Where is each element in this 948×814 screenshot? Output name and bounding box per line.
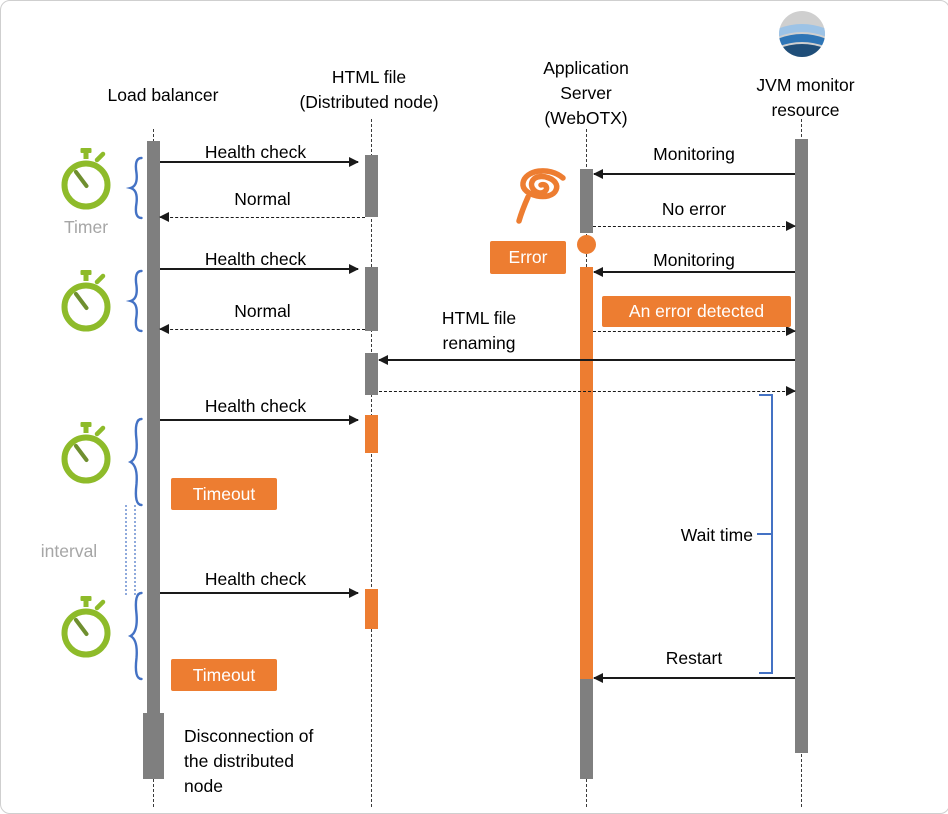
timer-icon-2 (61, 270, 111, 332)
message-health-check-4: Health check (204, 569, 307, 589)
interval-bracket-line-1 (125, 505, 127, 595)
timer-icon-1 (61, 148, 111, 210)
arrow-monitoring-2 (593, 267, 795, 277)
message-health-check-3: Health check (204, 396, 307, 416)
timeout-badge-2: Timeout (171, 659, 277, 691)
message-monitoring-2: Monitoring (653, 250, 735, 270)
message-normal-2: Normal (234, 301, 291, 321)
timer-icon-4 (61, 596, 111, 658)
arrow-normal-2 (159, 324, 365, 334)
arrow-renaming-return (379, 386, 796, 396)
activation-bar-html-3 (365, 353, 378, 395)
activation-bar-appserver-error (580, 267, 593, 679)
arrow-error-detected (593, 326, 796, 336)
lane-label-html-file: HTML file (Distributed node) (299, 67, 439, 112)
brace-timer-3 (127, 417, 143, 507)
wait-time-bracket-top-tick (759, 394, 772, 396)
arrow-html-renaming (378, 355, 795, 365)
brace-timer-4 (127, 591, 143, 681)
lane-label-load-balancer: Load balancer (107, 85, 219, 105)
arrow-restart (593, 673, 795, 683)
lifeline-html-file (371, 119, 372, 807)
brace-timer-2 (125, 269, 143, 333)
interval-label: interval (40, 541, 98, 561)
error-dot (577, 235, 596, 254)
globe-icon (779, 11, 825, 57)
activation-bar-load-balancer-disconnect (143, 713, 164, 779)
timer-label: Timer (63, 217, 109, 237)
wait-time-bracket (771, 394, 773, 674)
disconnection-note: Disconnection of the distributed node (184, 726, 314, 796)
lane-label-app-server: Application Server (WebOTX) (543, 58, 629, 128)
activation-bar-appserver-2 (580, 679, 593, 779)
activation-bar-html-timeout-2 (365, 589, 378, 629)
activation-bar-load-balancer (147, 141, 160, 713)
timer-icon-3 (61, 422, 111, 484)
activation-bar-html-2 (365, 267, 378, 331)
wait-time-bracket-connector (757, 533, 772, 535)
message-health-check-1: Health check (204, 142, 307, 162)
error-badge: Error (490, 241, 566, 274)
arrow-health-check-1 (160, 157, 359, 167)
arrow-no-error (593, 221, 796, 231)
message-wait-time: Wait time (680, 525, 753, 545)
wait-time-bracket-bottom-tick (759, 672, 772, 674)
message-restart: Restart (665, 648, 723, 668)
brace-timer-1 (125, 156, 143, 220)
lane-label-jvm-monitor: JVM monitor resource (756, 75, 855, 120)
timeout-badge-1: Timeout (171, 478, 277, 510)
arrow-health-check-4 (160, 588, 359, 598)
arrow-health-check-2 (160, 264, 359, 274)
arrow-normal-1 (159, 212, 365, 222)
scribble-error-icon (516, 168, 566, 224)
arrow-monitoring-1 (593, 169, 795, 179)
arrow-health-check-3 (160, 415, 359, 425)
activation-bar-html-timeout-1 (365, 415, 378, 453)
an-error-detected-badge: An error detected (602, 296, 791, 327)
interval-bracket-line-2 (134, 505, 136, 595)
message-monitoring-1: Monitoring (653, 144, 735, 164)
activation-bar-appserver-1 (580, 169, 593, 233)
message-normal-1: Normal (234, 189, 291, 209)
activation-bar-jvm-monitor (795, 139, 808, 753)
message-no-error: No error (661, 199, 727, 219)
message-health-check-2: Health check (204, 249, 307, 269)
activation-bar-html-1 (365, 155, 378, 217)
message-html-renaming: HTML file renaming (441, 308, 517, 353)
